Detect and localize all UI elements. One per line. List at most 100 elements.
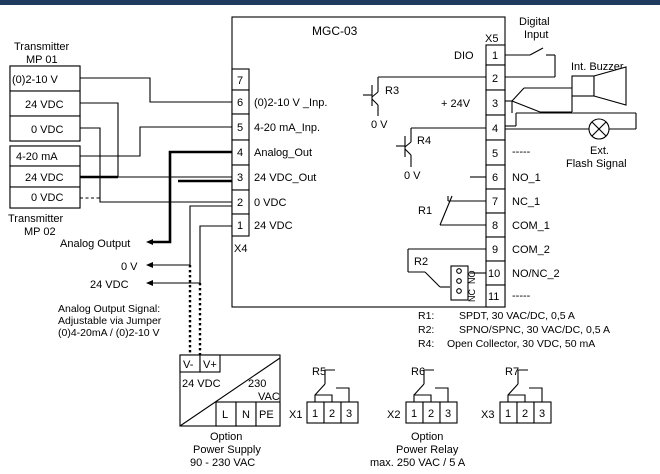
flash-label-2: Flash Signal (566, 158, 627, 170)
x5-label-5: ----- (512, 146, 531, 158)
r6-label: R6 (411, 366, 425, 378)
buzzer-label: Int. Buzzer (571, 61, 624, 73)
transmitter2-title-2: MP 02 (24, 226, 56, 238)
r4-ground: 0 V (404, 170, 421, 182)
spec-val-r4: Open Collector, 30 VDC, 50 mA (447, 338, 595, 350)
power-supply-box (179, 354, 281, 427)
x5-num-11: 11 (488, 291, 499, 303)
x2-pin-2: 2 (428, 408, 434, 420)
transistor-r4 (396, 127, 486, 167)
x4-label-3: 24 VDC_Out (254, 172, 316, 184)
spec-val-r2: SPNO/SPNC, 30 VAC/DC, 0,5 A (459, 324, 610, 336)
x5-label-10: NO/NC_2 (512, 268, 560, 280)
buzzer-icon (571, 66, 627, 106)
x5-num-5: 5 (492, 148, 498, 160)
digital-input-title-1: Digital (519, 16, 550, 28)
x4-num-3: 3 (237, 172, 243, 184)
x5-num-6: 6 (492, 172, 498, 184)
digital-input-title-2: Input (524, 29, 548, 41)
relay-r2 (407, 248, 486, 301)
transmitter2-row-2: 24 VDC (25, 172, 64, 184)
device-title: MGC-03 (312, 24, 358, 38)
transmitter1-row-2: 24 VDC (25, 99, 64, 111)
analog-note-1: Analog Output Signal: (58, 303, 160, 315)
r2-label: R2 (414, 256, 428, 268)
transmitter-wiring (80, 77, 232, 203)
spec-key-r4: R4: (418, 338, 434, 350)
x5-label-1: DIO (454, 50, 474, 62)
pr-caption-1: Option (411, 431, 443, 443)
transmitter1-box (9, 65, 81, 142)
x5-terminal-strip: 1 2 3 4 5 6 7 8 9 10 11 (485, 44, 506, 308)
flash-label-1: Ext. (590, 145, 609, 157)
spec-val-r1: SPDT, 30 VAC/DC, 0,5 A (459, 310, 575, 322)
ps-caption-2: Power Supply (193, 444, 261, 456)
transmitter1-row-1: (0)2-10 V (12, 74, 59, 86)
digital-input-switch (505, 47, 556, 78)
transmitter1-row-3: 0 VDC (31, 124, 63, 136)
ps-vplus: V+ (203, 359, 217, 371)
mgc03-box (231, 16, 506, 308)
spec-key-r1: R1: (418, 310, 434, 322)
r2-nc: NC (467, 289, 477, 302)
x4-label-6: (0)2-10 V _Inp. (254, 97, 327, 109)
analog-output-label: Analog Output (60, 238, 130, 250)
spec-key-r2: R2: (418, 324, 434, 336)
x5-num-1: 1 (492, 50, 498, 62)
transmitter1-title-2: MP 01 (26, 54, 58, 66)
x3-label: X3 (481, 409, 494, 421)
flash-wiring (505, 112, 637, 130)
transmitter2-row-3: 0 VDC (31, 192, 63, 204)
ps-vac1: 230 (248, 378, 266, 390)
x5-label-6: NO_1 (512, 172, 541, 184)
x1-pin-1: 1 (312, 408, 318, 420)
x4-label-5: 4-20 mA_Inp. (254, 122, 320, 134)
pr-caption-3: max. 250 VAC / 5 A (370, 457, 466, 469)
x4-label: X4 (234, 243, 247, 255)
analog-note-3: (0)4-20mA / (0)2-10 V (58, 327, 160, 339)
transmitter2-row-1: 4-20 mA (16, 151, 58, 163)
x1-label: X1 (289, 409, 302, 421)
transmitter1-title-1: Transmitter (14, 41, 70, 53)
r7-label: R7 (505, 366, 519, 378)
x5-label: X5 (485, 33, 498, 45)
x5-num-2: 2 (492, 73, 498, 85)
ps-pin-l: L (222, 409, 228, 421)
x5-num-7: 7 (492, 196, 498, 208)
output-wiring (146, 150, 232, 355)
r2-no: NO (467, 271, 477, 285)
flash-lamp-icon (588, 118, 610, 140)
top-bar (0, 0, 660, 5)
x4-label-1: 24 VDC (254, 220, 293, 232)
r1-label: R1 (418, 205, 432, 217)
x5-label-8: COM_1 (512, 220, 550, 232)
x5-num-9: 9 (492, 244, 498, 256)
analog-note-2: Adjustable via Jumper (58, 315, 162, 327)
transmitter2-title-1: Transmitter (8, 213, 64, 225)
relay-r1 (439, 176, 486, 226)
pr-caption-2: Power Relay (396, 444, 459, 456)
vdc-output-label: 24 VDC (90, 279, 129, 291)
x4-label-4: Analog_Out (254, 147, 312, 159)
x1-pin-2: 2 (329, 408, 335, 420)
x3-pin-1: 1 (505, 408, 511, 420)
x2-pin-3: 3 (445, 408, 451, 420)
ps-caption-1: Option (210, 431, 242, 443)
x4-num-2: 2 (237, 197, 243, 209)
x4-num-5: 5 (237, 122, 243, 134)
x4-num-7: 7 (237, 75, 243, 87)
x1-pin-3: 3 (346, 408, 352, 420)
x4-num-6: 6 (237, 97, 243, 109)
x5-num-4: 4 (492, 123, 498, 135)
ov-output-label: 0 V (121, 261, 138, 273)
ps-pin-n: N (242, 409, 250, 421)
buzzer-wiring (505, 87, 573, 113)
ps-vdc: 24 VDC (182, 378, 221, 390)
r5-label: R5 (312, 366, 326, 378)
r4-label: R4 (417, 135, 431, 147)
x3-pin-3: 3 (539, 408, 545, 420)
x5-label-3: + 24V (441, 98, 471, 110)
r3-label: R3 (385, 85, 399, 97)
x3-pin-2: 2 (522, 408, 528, 420)
